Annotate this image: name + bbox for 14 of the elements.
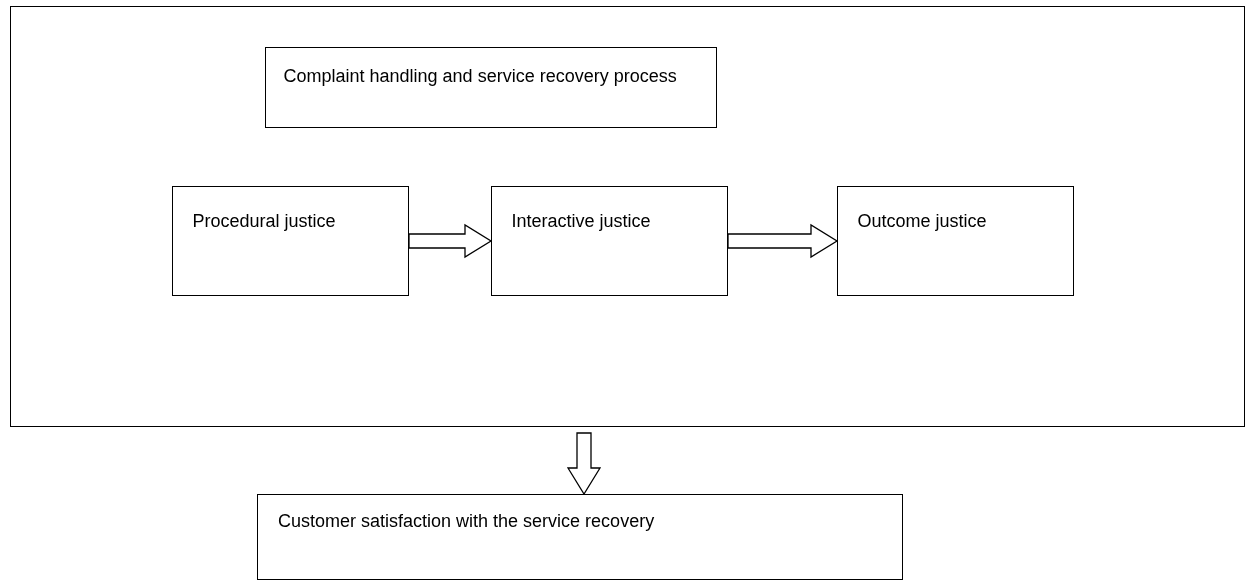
box-label: Customer satisfaction with the service recovery [278, 510, 656, 533]
box-label: Complaint handling and service recovery process [283, 64, 678, 88]
block-arrow [727, 223, 839, 259]
process-box [264, 46, 717, 128]
process-box [171, 185, 409, 296]
block-arrow [566, 432, 602, 496]
box-label: Outcome justice [857, 209, 988, 233]
block-arrow [408, 223, 493, 259]
process-box [836, 185, 1074, 296]
box-label: Procedural justice [192, 209, 337, 233]
process-box [257, 494, 903, 580]
box-label: Interactive justice [511, 209, 652, 233]
outer-frame [10, 6, 1245, 427]
process-box [490, 185, 728, 296]
